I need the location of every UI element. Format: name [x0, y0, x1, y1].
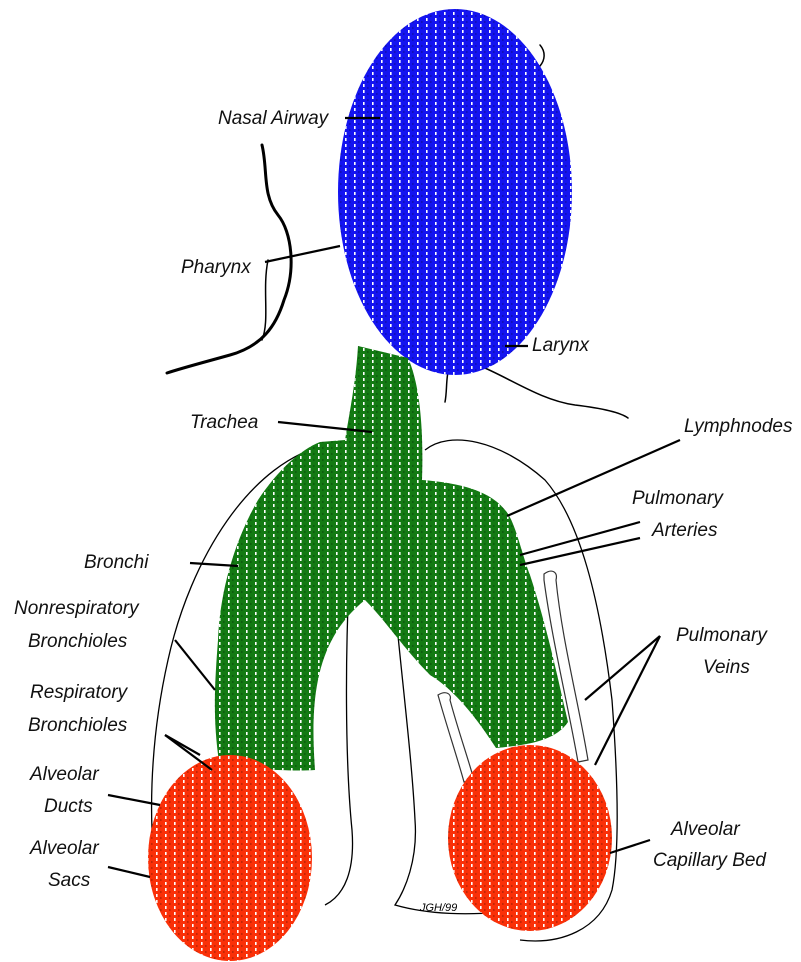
label-bronchi: Bronchi [84, 552, 149, 573]
label-respiratory-bronchioles-line2: Bronchioles [28, 715, 128, 736]
label-pulmonary-arteries-line2: Arteries [651, 520, 718, 541]
leader-alveolar-sacs [108, 867, 150, 877]
leader-pulmonary-veins-2 [595, 636, 660, 765]
leader-pulmonary-arteries-1 [520, 522, 640, 555]
leader-pulmonary-veins-1 [585, 636, 660, 700]
label-alveolar-capillary-bed-line1: Alveolar [670, 819, 740, 840]
label-lymphnodes: Lymphnodes [684, 416, 793, 437]
label-alveolar-capillary-bed-line2: Capillary Bed [653, 850, 767, 871]
label-pulmonary-arteries-line1: Pulmonary [632, 488, 724, 509]
right-alveolar-stipple [448, 745, 612, 931]
leader-bronchi [190, 563, 238, 566]
label-respiratory-bronchioles-line1: Respiratory [30, 682, 129, 703]
leader-respiratory-bronchioles-2 [165, 735, 212, 770]
label-nonrespiratory-bronchioles-line1: Nonrespiratory [14, 598, 140, 619]
artist-signature: JGH/99 [419, 902, 457, 914]
label-alveolar-sacs-line1: Alveolar [29, 838, 99, 859]
label-alveolar-ducts-line2: Ducts [44, 796, 93, 817]
leader-pulmonary-arteries-2 [520, 538, 640, 565]
label-trachea: Trachea [190, 412, 258, 433]
label-larynx: Larynx [532, 335, 591, 356]
trachea-bronchi-stipple [215, 346, 568, 771]
label-alveolar-ducts-line1: Alveolar [29, 764, 99, 785]
label-alveolar-sacs-line2: Sacs [48, 870, 91, 891]
leader-nonrespiratory-bronchioles [175, 640, 215, 690]
label-pharynx: Pharynx [181, 257, 252, 278]
label-nasal-airway: Nasal Airway [218, 108, 330, 129]
label-pulmonary-veins-line1: Pulmonary [676, 625, 768, 646]
label-pulmonary-veins-line2: Veins [703, 657, 750, 678]
leader-pharynx [265, 246, 340, 262]
left-alveolar-stipple [148, 755, 312, 961]
nasal-airway-stipple [338, 9, 572, 375]
label-nonrespiratory-bronchioles-line2: Bronchioles [28, 631, 128, 652]
